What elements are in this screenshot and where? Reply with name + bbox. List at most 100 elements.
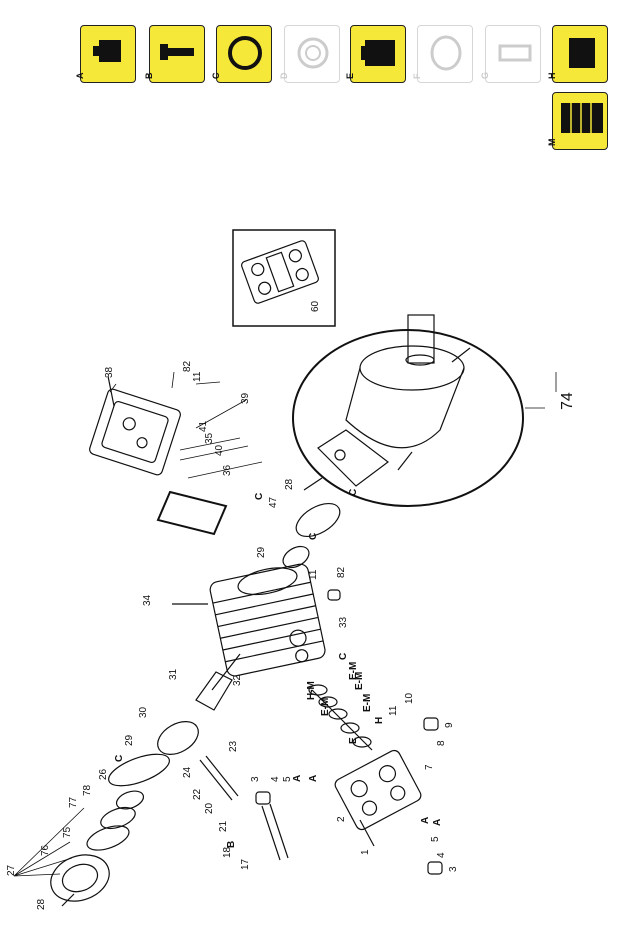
callout-30: 30 <box>138 706 149 718</box>
callout-31: 31 <box>168 668 179 680</box>
callout-18: 18 <box>222 846 233 858</box>
kit-button-g[interactable]: G <box>480 25 541 83</box>
kit-mark-e-m: E-M <box>320 698 331 716</box>
kit-mark-e-m: E-M <box>348 662 359 680</box>
kit-button-h[interactable]: H <box>547 25 608 83</box>
kit-mark-a: A <box>420 817 431 824</box>
bolt-part <box>61 893 75 907</box>
callout-26: 26 <box>98 768 109 780</box>
pump-head-part <box>334 749 422 831</box>
kit-button-d[interactable]: D <box>279 25 340 83</box>
callout-82: 82 <box>182 360 193 372</box>
kit-button-e[interactable]: E <box>345 25 406 83</box>
callout-5: 5 <box>282 776 293 782</box>
kit-button-c[interactable]: C <box>211 25 272 83</box>
callout-36: 36 <box>222 464 233 476</box>
callout-11: 11 <box>308 569 319 580</box>
callout-28: 28 <box>284 478 295 490</box>
callout-74: 74 <box>559 392 576 410</box>
kit-mark-e-m: E-M <box>362 694 373 712</box>
plunger-part <box>261 803 289 861</box>
kit-mark-b: B <box>226 841 237 848</box>
inset-box <box>232 229 336 327</box>
bolt-part <box>303 477 323 491</box>
kit-button-a[interactable]: A <box>75 25 136 83</box>
seal-kit-icon <box>93 40 121 62</box>
callout-76: 76 <box>40 844 51 856</box>
callout-24: 24 <box>182 766 193 778</box>
callout-4: 4 <box>436 852 447 858</box>
callout-60: 60 <box>310 300 321 312</box>
callout-17: 17 <box>240 858 251 870</box>
callout-75: 75 <box>62 826 73 838</box>
kit-button-f[interactable]: F <box>412 25 473 83</box>
callout-41: 41 <box>198 420 209 432</box>
callout-11: 11 <box>388 705 399 716</box>
callout-numbers: 1233445578910111111171820212223242627282… <box>6 300 576 910</box>
packing-icon <box>361 40 395 66</box>
cover-gasket-part <box>156 490 228 536</box>
callout-10: 10 <box>404 692 415 704</box>
kit-mark-c: C <box>348 489 359 496</box>
bearing-icon <box>498 44 532 62</box>
leader-lines <box>13 371 557 877</box>
callout-47: 47 <box>268 496 279 508</box>
plunger-icon <box>160 44 194 60</box>
crankcase-part <box>209 563 326 677</box>
disc-icon <box>430 35 462 71</box>
kit-mark-c: C <box>254 493 265 500</box>
kit-button-b[interactable]: B <box>144 25 205 83</box>
kit-mark-a: A <box>308 775 319 782</box>
kit-mark-a: A <box>432 819 443 826</box>
seal-ring <box>115 790 145 810</box>
callout-3: 3 <box>250 776 261 782</box>
callout-9: 9 <box>444 722 455 728</box>
manifold-inset-part <box>241 240 319 304</box>
callout-34: 34 <box>142 594 153 606</box>
callout-1: 1 <box>360 849 371 855</box>
plug-part <box>327 589 341 601</box>
kit-mark-a: A <box>292 775 303 782</box>
plug-part <box>427 861 443 875</box>
callout-2: 2 <box>336 816 347 822</box>
callout-82: 82 <box>336 566 347 578</box>
callout-3: 3 <box>448 866 459 872</box>
kit-mark-h: H <box>374 717 385 724</box>
valve-ring <box>340 722 360 734</box>
callout-21: 21 <box>218 820 229 832</box>
crankshaft-part <box>195 653 241 711</box>
kit-button-m[interactable]: M <box>547 92 608 150</box>
callout-20: 20 <box>204 802 215 814</box>
callout-40: 40 <box>214 444 225 456</box>
callout-78: 78 <box>82 784 93 796</box>
valve-ring <box>328 708 348 720</box>
rear-cover-plate-part <box>89 388 181 476</box>
kit-mark-e-m: E-M <box>354 672 365 690</box>
kit-mark-c: C <box>338 653 349 660</box>
callout-32: 32 <box>232 674 243 686</box>
callout-23: 23 <box>228 740 239 752</box>
callout-77: 77 <box>68 796 79 808</box>
o-ring-icon <box>228 36 262 70</box>
callout-22: 22 <box>192 788 203 800</box>
plug-part <box>255 791 271 805</box>
valve-ring <box>318 696 338 708</box>
callout-39: 39 <box>240 392 251 404</box>
connecting-rod-part <box>199 755 239 801</box>
valve-ring <box>352 736 372 748</box>
callout-27: 27 <box>6 864 17 876</box>
callout-29: 29 <box>256 546 267 558</box>
callout-11: 11 <box>192 371 203 382</box>
valve-ring <box>308 684 328 696</box>
front-cover-part <box>50 854 110 902</box>
sleeve-icon <box>569 38 595 68</box>
kit-mark-c: C <box>308 533 319 540</box>
callout-5: 5 <box>430 836 441 842</box>
packing-set-icon <box>561 103 603 133</box>
ring-icon <box>297 37 329 69</box>
callout-33: 33 <box>338 616 349 628</box>
callout-28: 28 <box>36 898 47 910</box>
valve-stack <box>311 689 373 751</box>
callout-7: 7 <box>424 764 435 770</box>
